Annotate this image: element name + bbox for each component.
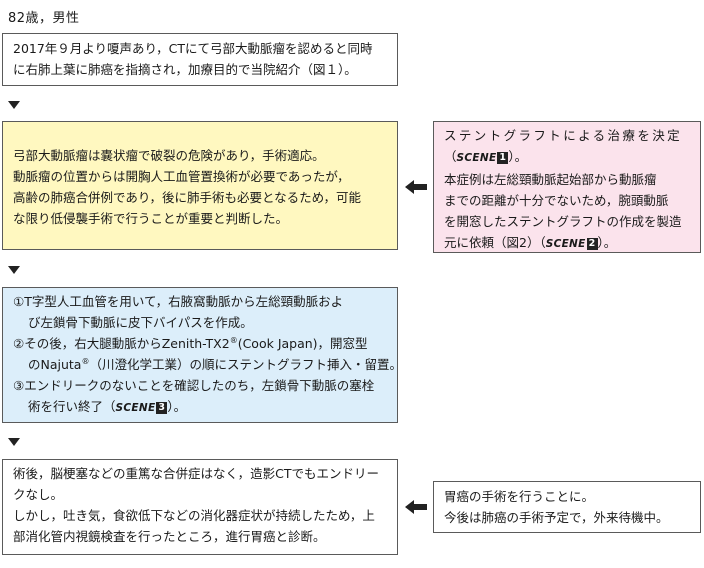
decision-line: ステントグラフトによる治療を決定 bbox=[444, 128, 683, 143]
postop-line: クなし。 bbox=[13, 487, 64, 502]
history-box: 2017年９月より嗄声あり，CTにて弓部大動脈瘤を認めると同時 に右肺上葉に肺癌… bbox=[2, 33, 398, 86]
postop-box: 術後，脳梗塞などの重篤な合併症はなく，造影CTでもエンドリー クなし。 しかし，… bbox=[2, 459, 398, 555]
decision-line: までの距離が十分でないため，腕頭動脈 bbox=[444, 193, 669, 208]
plan-line: 今後は肺癌の手術予定で，外来待機中。 bbox=[444, 510, 669, 525]
down-triangle-icon bbox=[8, 438, 20, 446]
procedure-line: ②その後，右大腿動脈からZenith-TX2®(Cook Japan)，開窓型 bbox=[13, 335, 368, 351]
patient-header: 82歳，男性 bbox=[8, 11, 80, 26]
procedure-line: ①T字型人工血管を用いて，右腋窩動脈から左総頸動脈およ bbox=[13, 294, 344, 309]
assessment-line: 高齢の肺癌合併例であり，後に肺手術も必要となるため，可能 bbox=[13, 190, 362, 205]
down-triangle-icon bbox=[8, 101, 20, 109]
plan-line: 胃癌の手術を行うことに。 bbox=[444, 489, 595, 504]
assessment-box: 弓部大動脈瘤は嚢状瘤で破裂の危険があり，手術適応。 動脈瘤の位置からは開胸人工血… bbox=[2, 121, 398, 250]
postop-line: 術後，脳梗塞などの重篤な合併症はなく，造影CTでもエンドリー bbox=[13, 466, 379, 481]
left-arrow-icon bbox=[405, 180, 429, 194]
decision-line: 本症例は左総頸動脈起始部から動脈瘤 bbox=[444, 172, 657, 187]
procedure-line: のNajuta®（川澄化学工業）の順にステントグラフト挿入・留置。 bbox=[28, 356, 402, 372]
history-line: に右肺上葉に肺癌を指摘され，加療目的で当院紹介（図１）。 bbox=[13, 62, 357, 77]
plan-box: 胃癌の手術を行うことに。 今後は肺癌の手術予定で，外来待機中。 bbox=[433, 481, 701, 533]
assessment-line: 弓部大動脈瘤は嚢状瘤で破裂の危険があり，手術適応。 bbox=[13, 148, 325, 163]
left-arrow-icon bbox=[405, 500, 429, 514]
down-triangle-icon bbox=[8, 266, 20, 274]
postop-line: しかし，吐き気，食欲低下などの消化器症状が持続したため，上 bbox=[13, 508, 375, 523]
procedure-box: ①T字型人工血管を用いて，右腋窩動脈から左総頸動脈およ び左鎖骨下動脈に皮下バイ… bbox=[2, 287, 402, 423]
procedure-line: び左鎖骨下動脈に皮下バイパスを作成。 bbox=[28, 315, 253, 330]
postop-line: 部消化管内視鏡検査を行ったところ，進行胃癌と診断。 bbox=[13, 529, 326, 544]
decision-line: を開窓したステントグラフトの作成を製造 bbox=[444, 214, 682, 229]
history-line: 2017年９月より嗄声あり，CTにて弓部大動脈瘤を認めると同時 bbox=[13, 41, 373, 56]
assessment-line: な限り低侵襲手術で行うことが重要と判断した。 bbox=[13, 211, 289, 226]
procedure-line: ③エンドリークのないことを確認したのち，左鎖骨下動脈の塞栓 bbox=[13, 378, 375, 393]
assessment-line: 動脈瘤の位置からは開胸人工血管置換術が必要であったが， bbox=[13, 169, 350, 184]
